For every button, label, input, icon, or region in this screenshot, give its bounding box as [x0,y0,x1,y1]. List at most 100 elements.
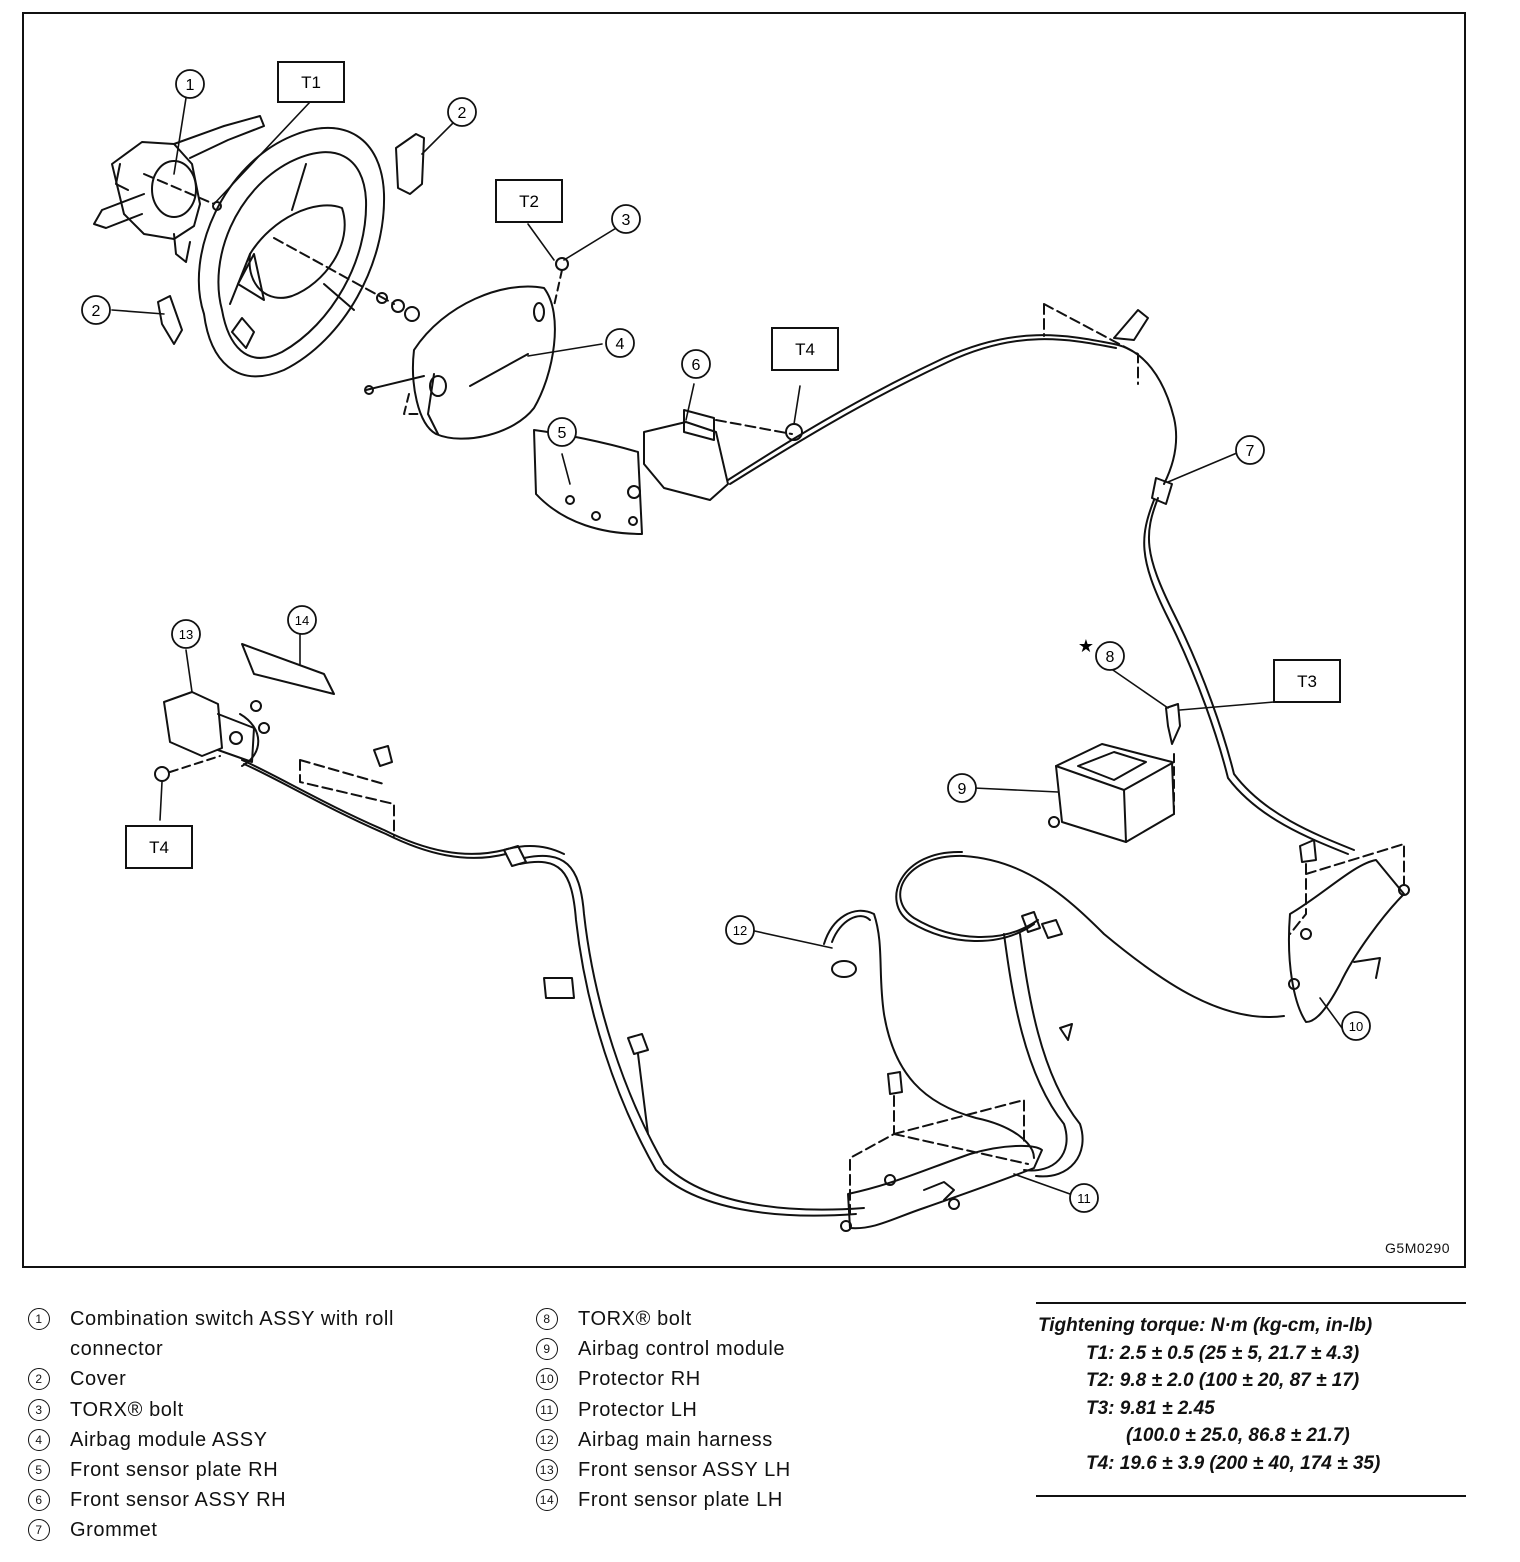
svg-text:T4: T4 [795,340,815,359]
svg-text:T4: T4 [149,838,169,857]
legend-item: 10 Protector RH [536,1364,956,1394]
svg-text:9: 9 [958,781,967,798]
tag-t3: T3 [1273,659,1341,703]
legend-number: 3 [28,1398,50,1421]
torque-spec-box: Tightening torque: N·m (kg-cm, in-lb) T1… [1036,1302,1466,1497]
tag-t4-lh: T4 [125,825,193,869]
legend-number: 12 [536,1428,558,1451]
diagram-drawing: 1 2 2 3 4 5 6 7 8 9 10 11 12 13 14 ★ T1 … [81,61,1410,1232]
callout-5: 5 [547,417,577,447]
combination-switch [93,115,265,263]
callout-6: 6 [681,349,711,379]
front-sensor-plate-rh [533,429,643,535]
svg-text:11: 11 [1077,1191,1091,1206]
airbag-control-module [1048,703,1181,843]
tag-t4-rh: T4 [771,327,839,371]
legend-item: 14 Front sensor plate LH [536,1485,956,1515]
front-sensor-plate-lh [241,643,335,695]
torque-t3: T3: 9.81 ± 2.45 [1086,1397,1215,1419]
svg-text:10: 10 [1349,1019,1363,1034]
svg-text:8: 8 [1106,649,1115,666]
callout-1: 1 [175,69,205,99]
legend-label: Airbag main harness [578,1428,773,1451]
svg-text:3: 3 [622,212,631,229]
callout-3: 3 [611,204,641,234]
torx-bolt-rh [555,257,569,271]
legend-number: 10 [536,1368,558,1391]
torque-t4: T4: 19.6 ± 3.9 (200 ± 40, 174 ± 35) [1086,1452,1381,1474]
harness-lh [503,845,865,1217]
legend-number: 9 [536,1338,558,1361]
star-marker: ★ [1078,636,1094,656]
legend-label: Protector RH [578,1368,701,1391]
legend-label: Front sensor ASSY RH [70,1489,287,1512]
legend-item: 4 Airbag module ASSY [28,1425,488,1455]
legend-number: 7 [28,1519,50,1542]
svg-text:7: 7 [1246,443,1255,460]
legend-label: Cover [70,1368,127,1391]
torque-t1: T1: 2.5 ± 0.5 (25 ± 5, 21.7 ± 4.3) [1086,1342,1360,1364]
svg-text:2: 2 [458,105,467,122]
legend-label: Front sensor ASSY LH [578,1459,791,1482]
front-sensor-assy-rh [627,334,1178,501]
tag-t2: T2 [495,179,563,223]
legend-item: 13 Front sensor ASSY LH [536,1455,956,1485]
legend-number: 8 [536,1308,558,1330]
svg-text:5: 5 [558,425,567,442]
callout-markers: 1 2 2 3 4 5 6 7 8 9 10 11 12 13 14 ★ [81,69,1371,1213]
callout-11: 11 [1069,1183,1099,1213]
figure-code: G5M0290 [1385,1240,1450,1256]
svg-text:T3: T3 [1297,672,1317,691]
legend-label: Airbag control module [578,1338,786,1361]
legend-number: 11 [536,1398,558,1421]
legend-label: TORX® bolt [578,1308,692,1330]
exploded-diagram: 1 2 2 3 4 5 6 7 8 9 10 11 12 13 14 ★ T1 … [22,12,1466,1268]
protector-lh [840,1071,1043,1232]
torque-t3-detail: (100.0 ± 25.0, 86.8 ± 21.7) [1126,1425,1350,1446]
steering-wheel [197,126,420,378]
callout-8: 8 [1095,641,1125,671]
callout-7: 7 [1235,435,1265,465]
callout-2-lower: 2 [81,295,111,325]
legend-label: Protector LH [578,1398,698,1421]
callout-12: 12 [725,915,755,945]
svg-text:1: 1 [186,77,195,94]
airbag-module [364,285,556,440]
callout-2-upper: 2 [447,97,477,127]
legend-label: Front sensor plate RH [70,1459,279,1482]
svg-text:T1: T1 [301,73,321,92]
legend-item: 12 Airbag main harness [536,1425,956,1455]
legend-label: Front sensor plate LH [578,1489,783,1512]
legend-number: 14 [536,1489,558,1512]
svg-text:13: 13 [179,627,193,642]
legend-item: 9 Airbag control module [536,1334,956,1364]
airbag-main-harness [823,850,1285,1178]
svg-text:T2: T2 [519,192,539,211]
leader-lines [111,97,1343,1195]
legend-number: 4 [28,1428,50,1451]
legend-item: 8 TORX® bolt [536,1304,956,1334]
torque-t2: T2: 9.8 ± 2.0 (100 ± 20, 87 ± 17) [1086,1370,1360,1391]
legend-item: 11 Protector LH [536,1395,956,1425]
callout-14: 14 [287,605,317,635]
callout-9: 9 [947,773,977,803]
svg-text:4: 4 [616,336,625,353]
svg-text:2: 2 [92,303,101,320]
legend-label: Airbag module ASSY [70,1428,268,1451]
callout-13: 13 [171,619,201,649]
svg-text:12: 12 [733,923,747,938]
tag-t1: T1 [277,61,345,103]
front-sensor-assy-lh [154,643,565,859]
torque-title: Tightening torque: N·m (kg-cm, in-lb) [1038,1315,1373,1336]
legend-number: 2 [28,1368,50,1391]
callout-10: 10 [1341,1011,1371,1041]
legend-number: 13 [536,1459,558,1482]
legend-number: 1 [28,1308,50,1330]
